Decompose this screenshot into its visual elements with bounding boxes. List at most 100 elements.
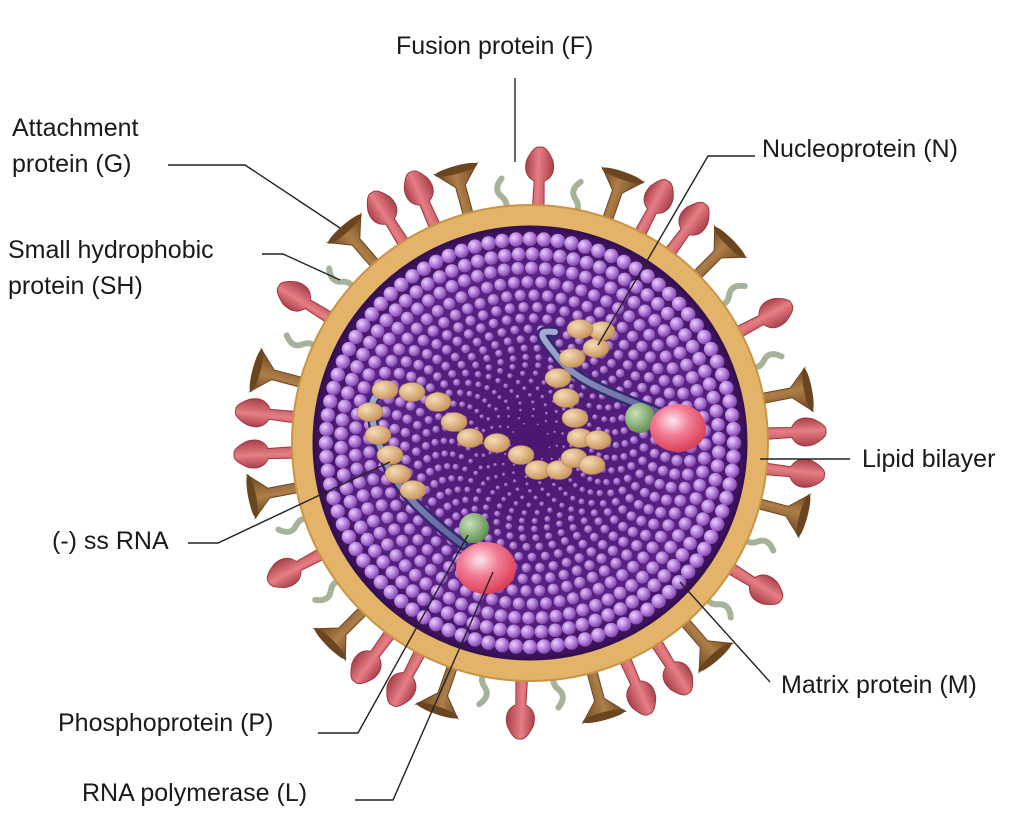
matrix-bead xyxy=(474,408,480,414)
matrix-bead xyxy=(677,387,690,400)
matrix-bead xyxy=(593,306,606,318)
matrix-bead xyxy=(474,298,486,310)
matrix-bead xyxy=(356,318,371,333)
fusion-protein-spike xyxy=(386,641,430,707)
matrix-bead xyxy=(363,446,376,459)
fusion-protein-spike xyxy=(350,622,401,685)
matrix-bead xyxy=(555,339,564,348)
matrix-bead xyxy=(705,486,719,500)
fusion-protein-spike xyxy=(630,179,674,245)
matrix-bead xyxy=(463,329,474,339)
matrix-bead xyxy=(432,553,444,565)
nucleoprotein-bead xyxy=(558,348,586,368)
matrix-bead xyxy=(581,362,589,370)
matrix-bead xyxy=(546,432,549,435)
matrix-bead xyxy=(379,313,394,328)
fusion-protein-spike xyxy=(234,398,305,428)
matrix-bead xyxy=(514,552,524,561)
matrix-bead xyxy=(469,420,474,426)
matrix-bead xyxy=(494,278,507,291)
matrix-bead xyxy=(693,478,707,492)
matrix-bead xyxy=(601,608,615,622)
matrix-bead xyxy=(416,592,431,607)
matrix-bead xyxy=(531,525,538,533)
matrix-bead xyxy=(525,247,540,261)
matrix-bead xyxy=(553,549,563,558)
label-attachment-line2: protein (G) xyxy=(12,150,132,178)
matrix-bead xyxy=(481,428,486,433)
matrix-bead xyxy=(495,233,510,249)
matrix-bead xyxy=(640,529,652,541)
matrix-bead xyxy=(422,441,430,450)
matrix-bead xyxy=(483,504,489,511)
matrix-bead xyxy=(455,291,468,304)
matrix-bead xyxy=(498,248,512,263)
matrix-bead xyxy=(506,425,510,429)
matrix-bead xyxy=(635,469,645,479)
matrix-bead xyxy=(616,321,628,333)
matrix-bead xyxy=(383,286,398,302)
matrix-bead xyxy=(600,295,613,308)
matrix-bead xyxy=(400,427,411,438)
fusion-protein-spike xyxy=(719,558,784,605)
fusion-protein-spike xyxy=(757,417,827,447)
matrix-bead xyxy=(636,587,651,601)
matrix-bead xyxy=(432,425,440,433)
matrix-bead xyxy=(623,379,633,389)
matrix-bead xyxy=(362,368,376,381)
matrix-bead xyxy=(657,324,671,337)
matrix-bead xyxy=(467,632,483,647)
matrix-bead xyxy=(441,622,456,638)
matrix-bead xyxy=(388,437,400,448)
matrix-bead xyxy=(540,457,544,461)
matrix-bead xyxy=(330,504,345,519)
matrix-bead xyxy=(592,260,607,275)
matrix-bead xyxy=(588,289,600,302)
matrix-bead xyxy=(517,417,521,420)
matrix-bead xyxy=(643,504,654,515)
leader-small-hydrophobic xyxy=(262,253,341,281)
matrix-bead xyxy=(572,310,583,321)
matrix-bead xyxy=(413,359,424,371)
matrix-bead xyxy=(414,555,427,567)
matrix-bead xyxy=(425,383,435,393)
matrix-bead xyxy=(435,508,445,518)
matrix-bead xyxy=(457,475,464,482)
matrix-bead xyxy=(509,389,514,394)
label-rna-polymerase: RNA polymerase (L) xyxy=(82,779,308,807)
leader-lines xyxy=(168,78,850,801)
matrix-bead xyxy=(472,337,482,347)
matrix-bead xyxy=(633,499,644,510)
matrix-bead xyxy=(411,302,424,316)
matrix-bead xyxy=(654,478,665,490)
matrix-bead xyxy=(456,389,464,397)
matrix-bead xyxy=(481,281,493,294)
matrix-bead xyxy=(533,495,538,500)
matrix-bead xyxy=(467,352,476,361)
matrix-bead xyxy=(604,248,619,264)
matrix-bead xyxy=(364,459,377,472)
matrix-bead xyxy=(512,471,515,475)
matrix-bead xyxy=(462,496,469,504)
matrix-bead xyxy=(376,555,391,569)
matrix-bead xyxy=(703,529,719,545)
matrix-bead xyxy=(430,536,442,547)
matrix-bead xyxy=(636,515,647,527)
nucleoprotein-bead xyxy=(356,402,384,422)
matrix-bead xyxy=(618,339,630,350)
surface-proteins xyxy=(233,146,827,740)
matrix-bead xyxy=(712,445,726,460)
nucleoprotein-bead xyxy=(398,382,426,402)
matrix-bead xyxy=(613,350,624,360)
matrix-bead xyxy=(413,515,424,526)
matrix-bead xyxy=(548,561,559,571)
fusion-protein-spike xyxy=(276,281,341,328)
matrix-bead xyxy=(334,440,348,455)
nucleoprotein-bead xyxy=(384,464,412,484)
matrix-bead xyxy=(368,355,382,369)
matrix-bead xyxy=(457,360,466,369)
matrix-bead xyxy=(696,465,709,479)
matrix-bead xyxy=(494,528,502,536)
matrix-bead xyxy=(445,264,459,278)
